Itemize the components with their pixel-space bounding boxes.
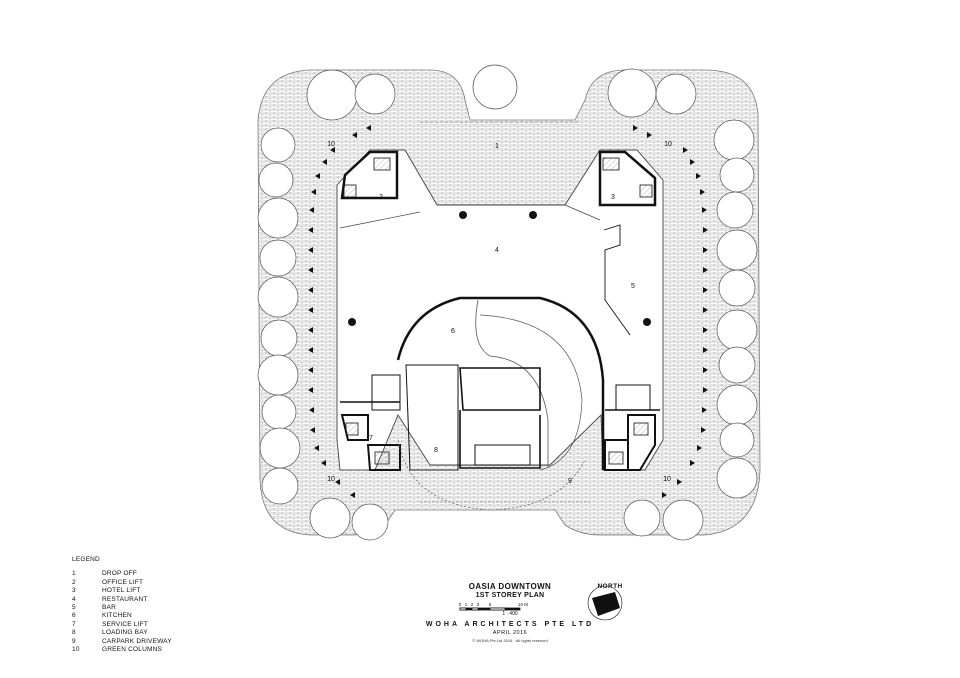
project-title: OASIA DOWNTOWN	[468, 582, 552, 591]
legend-num: 2	[72, 578, 76, 586]
scale-tick: 2	[471, 602, 474, 607]
legend-label: OFFICE LIFT	[102, 578, 144, 586]
legend-item: 10 GREEN COLUMNS	[72, 646, 172, 654]
legend-num: 7	[72, 620, 76, 628]
scale-tick: 3	[477, 602, 480, 607]
legend-num: 5	[72, 604, 76, 612]
loading-turn-circle	[397, 439, 586, 511]
scale-tick: 5	[489, 602, 492, 607]
label-hotel-lift: 3	[611, 194, 615, 201]
structural-columns	[348, 211, 651, 326]
trees	[257, 64, 758, 541]
legend-item: 5 BAR	[72, 604, 172, 612]
legend-item: 3 HOTEL LIFT	[72, 587, 172, 595]
legend-item: 9 CARPARK DRIVEWAY	[72, 638, 172, 646]
legend-label: SERVICE LIFT	[102, 620, 148, 628]
north-arrow-icon	[587, 585, 623, 621]
scale-tick: 10 M	[518, 602, 528, 607]
lift-cores	[340, 150, 657, 471]
restaurant-edges	[339, 204, 601, 229]
copyright-note: © WOHA Pte Ltd 2016 · All rights reserve…	[472, 638, 548, 643]
label-green-column-nw: 10	[327, 141, 335, 148]
label-loading-bay: 8	[434, 447, 438, 454]
legend-label: GREEN COLUMNS	[102, 646, 163, 654]
green-column-markers	[308, 125, 708, 498]
label-kitchen: 6	[451, 328, 455, 335]
legend-num: 10	[72, 646, 80, 654]
label-carpark-driveway: 9	[568, 478, 572, 485]
legend-label: CARPARK DRIVEWAY	[102, 637, 172, 645]
legend-title: LEGEND	[72, 556, 100, 563]
lift-car-hatch	[343, 157, 653, 465]
interior-walls	[340, 224, 660, 471]
legend-label: RESTAURANT	[102, 595, 148, 603]
legend-num: 1	[72, 570, 76, 578]
label-bar: 5	[631, 283, 635, 290]
label-green-column-ne: 10	[664, 141, 672, 148]
label-drop-off: 1	[495, 143, 499, 150]
legend-num: 6	[72, 612, 76, 620]
plan-title: 1ST STOREY PLAN	[475, 592, 545, 599]
central-core-inner	[475, 299, 549, 468]
legend-num: 9	[72, 637, 76, 645]
drawing-date: APRIL 2016	[492, 630, 528, 636]
legend-num: 4	[72, 595, 76, 603]
north-label: NORTH	[597, 583, 623, 590]
legend-label: LOADING BAY	[102, 629, 148, 637]
legend-label: KITCHEN	[102, 612, 132, 620]
legend: LEGEND 1 DROP OFF 2 OFFICE LIFT 3 HOTEL LIF…	[72, 556, 172, 654]
legend-item: 4 RESTAURANT	[72, 596, 172, 604]
legend-item: 7 SERVICE LIFT	[72, 621, 172, 629]
scale-bar	[459, 607, 521, 611]
label-restaurant: 4	[495, 247, 499, 254]
legend-num: 3	[72, 587, 76, 595]
scale-tick: 0	[459, 602, 462, 607]
label-green-column-se: 10	[663, 476, 671, 483]
central-core-wall	[396, 296, 605, 470]
legend-label: DROP OFF	[102, 570, 138, 578]
driveway-arc	[479, 314, 583, 471]
firm-name: WOHA ARCHITECTS PTE LTD	[425, 621, 595, 628]
legend-label: HOTEL LIFT	[102, 587, 141, 595]
legend-num: 8	[72, 629, 76, 637]
legend-item: 2 OFFICE LIFT	[72, 579, 172, 587]
title-block: OASIA DOWNTOWN 1ST STOREY PLAN 1 : 400 W…	[420, 582, 600, 643]
legend-item: 6 KITCHEN	[72, 612, 172, 620]
legend-item: 1 DROP OFF	[72, 570, 172, 578]
label-service-lift: 7	[369, 435, 373, 442]
scale-tick: 1	[465, 602, 468, 607]
legend-label: BAR	[102, 604, 116, 612]
legend-item: 8 LOADING BAY	[72, 629, 172, 637]
label-office-lift: 2	[379, 194, 383, 201]
scale-text: 1 : 400	[502, 611, 518, 617]
label-green-column-sw: 10	[327, 476, 335, 483]
